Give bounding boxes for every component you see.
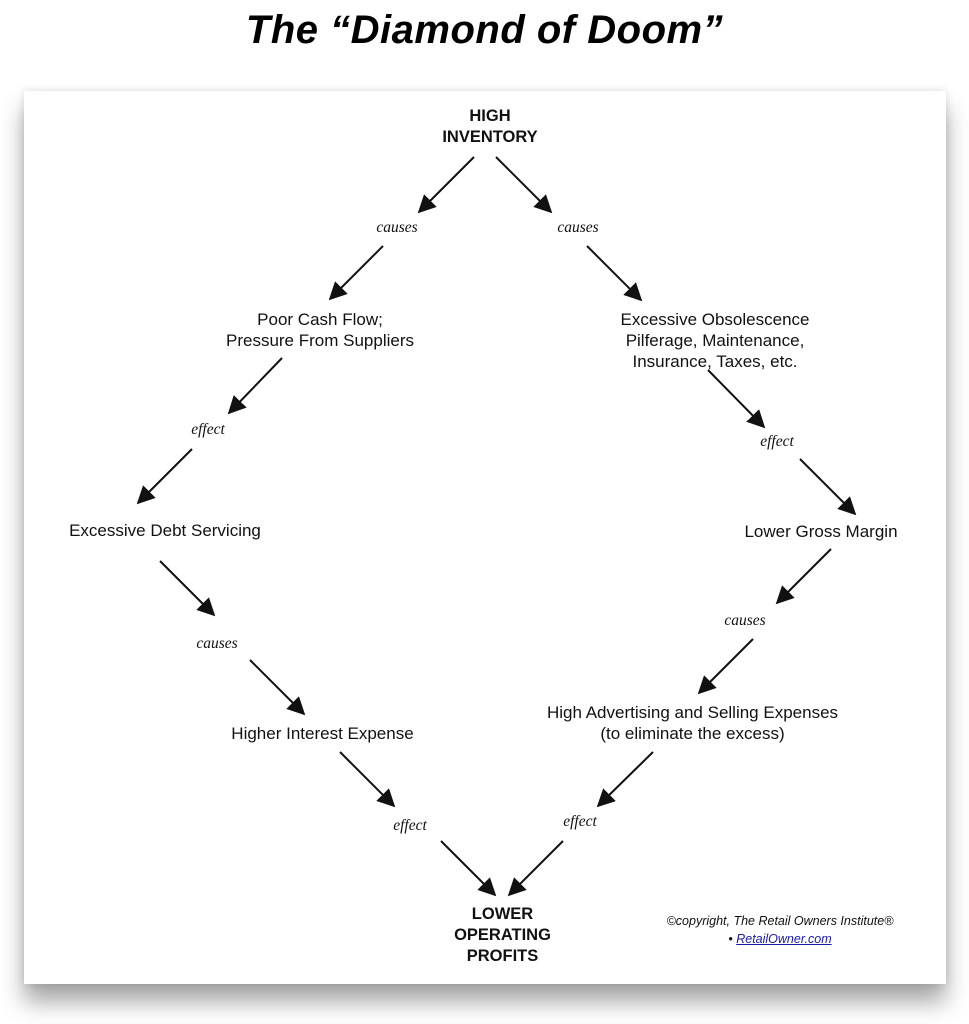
arrow-top-left <box>417 156 475 214</box>
arrow-l7 <box>440 840 497 897</box>
arrow-r7 <box>507 840 564 897</box>
arrow-r4 <box>775 548 832 605</box>
label-causes-top-right: causes <box>557 219 599 236</box>
label-causes-left-2: causes <box>196 635 238 652</box>
node-high-inventory: HIGH INVENTORY <box>442 107 538 146</box>
node-lower-gross-margin: Lower Gross Margin <box>744 522 898 541</box>
arrow-l6 <box>339 751 396 808</box>
bullet: • <box>728 932 737 946</box>
copyright-text: ©copyright, The Retail Owners Institute® <box>666 914 894 928</box>
arrow-l4 <box>159 560 216 617</box>
arrow-r6 <box>596 751 654 808</box>
label-effect-left-2: effect <box>393 817 427 834</box>
node-excessive-obsolescence: Excessive Obsolescence Pilferage, Mainte… <box>620 310 810 371</box>
node-excessive-debt: Excessive Debt Servicing <box>69 521 261 540</box>
label-effect-left-1: effect <box>191 421 225 438</box>
page-title: The “Diamond of Doom” <box>245 8 724 52</box>
node-higher-interest: Higher Interest Expense <box>231 724 414 743</box>
arrow-l1 <box>328 245 384 301</box>
arrow-l2 <box>227 357 283 415</box>
node-lower-operating-profits: LOWER OPERATING PROFITS <box>454 905 551 965</box>
retailowner-link[interactable]: RetailOwner.com <box>736 932 832 946</box>
arrow-r1 <box>586 245 643 302</box>
label-effect-right-2: effect <box>563 813 597 830</box>
node-high-advertising: High Advertising and Selling Expenses (t… <box>546 703 839 743</box>
diagram-card <box>24 91 946 984</box>
arrow-l3 <box>136 448 193 505</box>
node-poor-cash-flow: Poor Cash Flow; Pressure From Suppliers <box>225 310 414 350</box>
arrow-r5 <box>697 638 754 695</box>
label-effect-right-1: effect <box>760 433 794 450</box>
label-causes-right-2: causes <box>724 612 766 629</box>
arrow-top-right <box>495 156 553 214</box>
arrow-r3 <box>799 458 857 516</box>
copyright-link-line: • RetailOwner.com <box>640 930 920 948</box>
arrow-r2 <box>707 369 766 429</box>
label-causes-top-left: causes <box>376 219 418 236</box>
copyright-block: ©copyright, The Retail Owners Institute®… <box>640 912 920 948</box>
arrow-l5 <box>249 659 306 716</box>
